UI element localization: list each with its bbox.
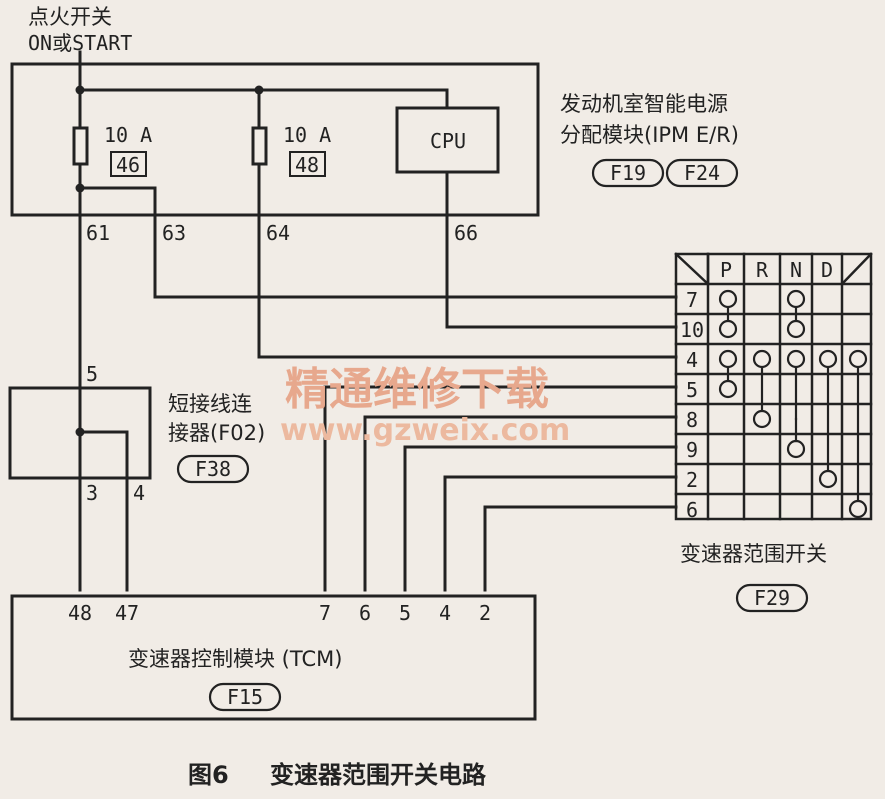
switch-pin-8: 8 <box>686 408 698 432</box>
connector-f15-label: F15 <box>227 685 263 709</box>
connector-f38-label: F38 <box>195 457 231 481</box>
switch-pin-4: 4 <box>686 348 698 372</box>
cpu-label: CPU <box>430 129 466 153</box>
fuse-48-icon <box>251 126 268 166</box>
switch-contacts <box>718 289 868 519</box>
ipm-name-line2: 分配模块(IPM E/R) <box>560 123 739 147</box>
fuse-48-number: 48 <box>295 153 319 177</box>
ipm-pin-63: 63 <box>162 221 186 245</box>
tcm-pin-2: 2 <box>479 601 491 625</box>
jumper-pin-4: 4 <box>133 481 145 505</box>
ipm-module-box <box>10 62 540 217</box>
switch-pin-5: 5 <box>686 378 698 402</box>
connector-f38-badge <box>176 454 250 484</box>
position-d: D <box>821 258 833 282</box>
ipm-pin-64: 64 <box>266 221 290 245</box>
position-r: R <box>756 258 769 282</box>
connector-f19-label: F19 <box>610 161 646 185</box>
connector-f24-label: F24 <box>684 161 720 185</box>
connector-f29-label: F29 <box>754 586 790 610</box>
jumper-name-line1: 短接线连 <box>168 392 252 416</box>
switch-pin-6: 6 <box>686 498 698 522</box>
wires <box>78 50 678 592</box>
tcm-pin-47: 47 <box>115 601 139 625</box>
tcm-box <box>10 594 537 721</box>
ipm-pin-61: 61 <box>86 221 110 245</box>
tcm-pin-4: 4 <box>439 601 451 625</box>
switch-pin-10: 10 <box>680 318 704 342</box>
figure-number: 图6 <box>188 761 229 789</box>
tcm-pin-7: 7 <box>319 601 331 625</box>
ipm-pin-66: 66 <box>454 221 478 245</box>
jumper-pin-3: 3 <box>86 481 98 505</box>
position-n: N <box>790 258 802 282</box>
watermark-url: www.gzweix.com <box>280 413 570 448</box>
connector-f19-badge <box>591 158 665 188</box>
tcm-pin-6: 6 <box>359 601 371 625</box>
figure-title: 变速器范围开关电路 <box>270 761 487 789</box>
fuse-46-icon <box>72 126 89 166</box>
ignition-switch-label: 点火开关 <box>28 5 112 29</box>
range-switch-name: 变速器范围开关 <box>680 542 827 566</box>
tcm-name: 变速器控制模块 (TCM) <box>128 647 342 671</box>
connector-f29-badge <box>735 583 809 613</box>
switch-pin-7: 7 <box>686 288 698 312</box>
fuse-46-number: 46 <box>116 153 140 177</box>
switch-pin-9: 9 <box>686 438 698 462</box>
tcm-pin-48: 48 <box>68 601 92 625</box>
watermark-text: 精通维修下载 <box>285 364 549 415</box>
jumper-pin-5: 5 <box>86 362 98 386</box>
fuse-48-rating: 10 A <box>283 123 331 147</box>
range-switch-grid <box>674 252 873 521</box>
fuse-46-rating: 10 A <box>104 123 152 147</box>
ignition-mode-label: ON或START <box>28 31 132 55</box>
tcm-pin-5: 5 <box>399 601 411 625</box>
connector-f15-badge <box>208 682 282 712</box>
switch-pin-2: 2 <box>686 468 698 492</box>
fuse-46-number-box <box>110 151 147 177</box>
jumper-name-line2: 接器(F02) <box>168 421 265 445</box>
fuse-48-number-box <box>289 151 326 177</box>
connector-f24-badge <box>665 158 739 188</box>
ipm-name-line1: 发动机室智能电源 <box>560 92 728 116</box>
junction-dots <box>75 85 264 437</box>
position-p: P <box>720 258 732 282</box>
